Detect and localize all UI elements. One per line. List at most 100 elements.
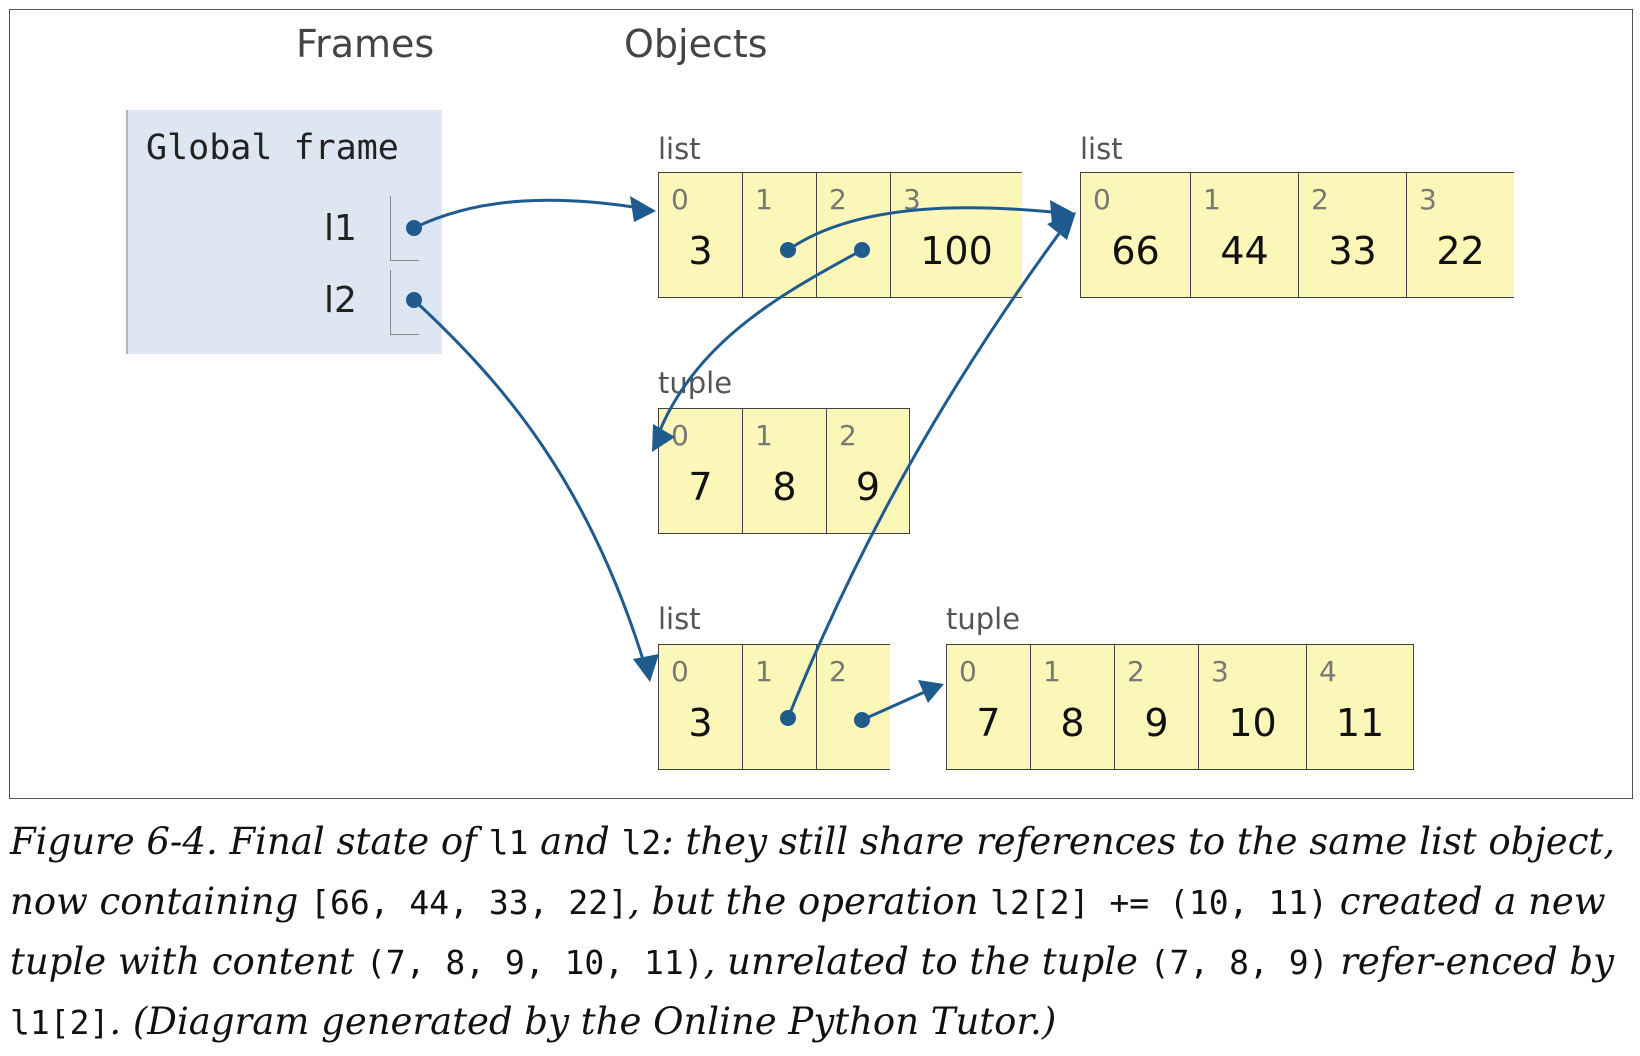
cell-index: 3: [903, 183, 921, 216]
cell-index: 1: [755, 655, 773, 688]
list-a-cell: 2: [816, 172, 890, 298]
pointer-dot: [406, 292, 422, 308]
cell-index: 2: [839, 419, 857, 452]
caption-code: l1: [488, 823, 529, 862]
list-a-type-label: list: [658, 132, 701, 166]
cell-value: 8: [1060, 701, 1085, 745]
cell-value: 66: [1111, 229, 1160, 273]
var-l1-name: l1: [324, 208, 357, 249]
cell-index: 4: [1319, 655, 1337, 688]
cell-index: 0: [959, 655, 977, 688]
cell-value: 44: [1220, 229, 1269, 273]
var-l2-name: l2: [324, 280, 357, 321]
caption-text: Figure 6-4. Final state of: [10, 820, 489, 863]
caption-text: , unrelated to the tuple: [703, 940, 1150, 983]
cell-index: 2: [829, 183, 847, 216]
arrowhead: [652, 424, 675, 452]
cell-value: 3: [688, 701, 713, 745]
cell-value: 9: [1144, 701, 1169, 745]
list-c-cell: 1: [742, 644, 816, 770]
figure-caption: Figure 6-4. Final state of l1 and l2: th…: [10, 812, 1630, 1052]
var-l2-slot: [390, 270, 419, 335]
cell-index: 1: [755, 419, 773, 452]
arrowhead: [1047, 212, 1076, 240]
caption-text: . (Diagram generated by the Online Pytho…: [109, 1000, 1057, 1043]
frames-header: Frames: [296, 22, 435, 66]
pointer-dot: [854, 712, 870, 728]
pointer-dot: [854, 242, 870, 258]
cell-value: 22: [1436, 229, 1485, 273]
cell-index: 0: [1093, 183, 1111, 216]
cell-index: 1: [1043, 655, 1061, 688]
caption-code: l1[2]: [10, 1003, 110, 1042]
cell-index: 0: [671, 655, 689, 688]
global-frame-title: Global frame: [146, 128, 399, 168]
cell-index: 0: [671, 419, 689, 452]
caption-code: l2[2] += (10, 11): [990, 883, 1328, 922]
cell-index: 1: [1203, 183, 1221, 216]
caption-text: : they still share references to the sam…: [10, 820, 1616, 923]
cell-index: 0: [671, 183, 689, 216]
cell-value: 11: [1335, 701, 1385, 745]
cell-index: 2: [829, 655, 847, 688]
cell-value: 7: [976, 701, 1001, 745]
caption-code: [66, 44, 33, 22]: [310, 883, 628, 922]
cell-value: 8: [772, 465, 797, 509]
objects-header: Objects: [624, 22, 768, 66]
arrowhead: [918, 680, 944, 703]
cell-value: 33: [1328, 229, 1377, 273]
cell-index: 2: [1127, 655, 1145, 688]
arrowhead: [630, 196, 656, 222]
arrow-l1-to-list-a: [413, 198, 653, 230]
arrow-l2-to-list-c: [412, 298, 650, 677]
caption-text: created a new tuple with content: [10, 880, 1606, 983]
tuple-b-type-label: tuple: [946, 602, 1021, 636]
arrow-list-a-2-to-tuple-a: [652, 248, 863, 447]
arrow-list-a-1-to-list-b: [787, 206, 1073, 252]
list-c-cell: 2: [816, 644, 890, 770]
caption-text: , but the operation: [627, 880, 991, 923]
list-b-type-label: list: [1080, 132, 1123, 166]
pointer-dot: [780, 710, 796, 726]
cell-value: 3: [688, 229, 713, 273]
caption-code: (7, 8, 9, 10, 11): [365, 943, 704, 982]
cell-value: 10: [1228, 701, 1277, 745]
cell-value: 7: [688, 465, 713, 509]
global-frame: Global frame: [126, 110, 442, 354]
arrowhead: [1050, 200, 1076, 226]
cell-index: 2: [1311, 183, 1329, 216]
caption-code: (7, 8, 9): [1149, 943, 1329, 982]
cell-index: 1: [755, 183, 773, 216]
caption-text: and: [528, 820, 622, 863]
caption-text: refer-enced by: [1328, 940, 1614, 983]
list-a-cell: 1: [742, 172, 816, 298]
pointer-dot: [780, 242, 796, 258]
arrow-list-c-1-to-list-b: [786, 215, 1074, 719]
cell-index: 3: [1419, 183, 1437, 216]
pointer-dot: [406, 220, 422, 236]
arrowhead: [633, 654, 659, 682]
cell-value: 100: [920, 229, 993, 273]
var-l1-slot: [390, 196, 419, 261]
list-c-type-label: list: [658, 602, 701, 636]
